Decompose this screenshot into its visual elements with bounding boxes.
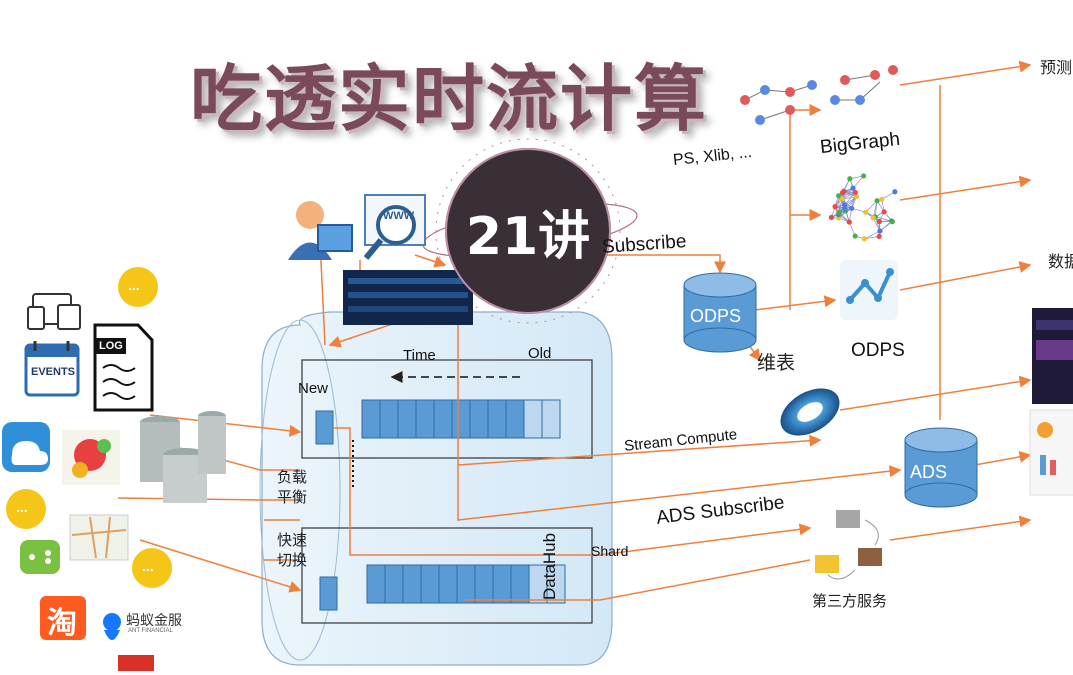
graph-node <box>829 215 834 220</box>
log-file-icon <box>95 325 152 410</box>
graph-node <box>879 197 884 202</box>
shard-cell <box>385 565 403 603</box>
shard-cell <box>475 565 493 603</box>
binary-data-icon <box>343 270 473 325</box>
graph-node <box>877 228 882 233</box>
www-browser-icon <box>365 195 425 258</box>
ellipsis-bubble-1: ... <box>128 277 140 293</box>
shard-cell <box>421 565 439 603</box>
heatmap-icon <box>62 430 120 485</box>
graph-node <box>861 173 866 178</box>
datahub-label: DataHub <box>540 533 560 600</box>
lecture-count-badge: 21讲 <box>445 148 611 314</box>
shard-cell <box>434 400 452 438</box>
shard-cell <box>511 565 529 603</box>
shard-cell <box>403 565 421 603</box>
load-balance-label: 负载 平衡 <box>277 467 307 507</box>
third-party-label: 第三方服务 <box>812 590 887 611</box>
graph-node <box>841 189 846 194</box>
gamepad-icon <box>20 540 60 574</box>
log-label: LOG <box>99 340 123 352</box>
dimension-table-label: 维表 <box>757 348 795 375</box>
graph-node <box>863 210 868 215</box>
forecast-label: 预测 <box>1040 54 1072 78</box>
user-icon <box>288 201 352 260</box>
database-stack-icon <box>140 411 226 503</box>
shard-cell <box>398 400 416 438</box>
ads-cylinder-label: ADS <box>910 462 947 483</box>
red-tag-icon <box>118 655 154 671</box>
time-label: Time <box>403 347 436 364</box>
ant-financial-en-label: ANT FINANCIAL <box>128 628 173 634</box>
graph-node <box>862 236 867 241</box>
shard-cell <box>524 400 542 438</box>
shard-cell <box>493 565 511 603</box>
odps-chart-icon <box>840 260 898 320</box>
new-cell-bottom <box>320 577 337 610</box>
graph-node <box>881 209 886 214</box>
shard-cell <box>416 400 434 438</box>
shard-cell <box>488 400 506 438</box>
dashboard-thumbnails <box>1030 308 1073 495</box>
ps-graph-icon <box>740 65 898 125</box>
new-cell-top <box>316 411 333 444</box>
shard-cells-bottom <box>367 565 565 603</box>
old-label: Old <box>528 345 551 362</box>
shard-cells-top <box>362 400 560 438</box>
graph-node <box>842 206 847 211</box>
graph-node <box>840 196 845 201</box>
graph-node <box>832 204 837 209</box>
events-label: EVENTS <box>31 366 75 378</box>
stream-compute-icon <box>772 379 847 446</box>
odps-icon-label: ODPS <box>851 340 905 362</box>
shard-cell <box>367 565 385 603</box>
graph-node <box>849 206 854 211</box>
graph-node <box>890 219 895 224</box>
datahub-cylinder <box>260 312 612 665</box>
ant-icon <box>103 613 121 640</box>
new-label: New <box>298 380 328 397</box>
shard-cell <box>470 400 488 438</box>
shard-cell <box>439 565 457 603</box>
odps-cylinder-label: ODPS <box>690 306 741 327</box>
graph-node <box>847 219 852 224</box>
ellipsis-bubble-2: ... <box>16 499 28 515</box>
third-party-icon <box>815 510 882 579</box>
biggraph-icon <box>829 173 898 241</box>
graph-node <box>853 233 858 238</box>
www-label: WWW <box>383 210 414 222</box>
device-icon <box>28 294 80 329</box>
fast-switch-label: 快速 切换 <box>277 530 307 570</box>
shard-label: Shard <box>591 543 628 559</box>
graph-node <box>892 189 897 194</box>
graph-node <box>874 198 879 203</box>
ant-financial-label: 蚂蚁金服 <box>126 610 182 630</box>
map-icon <box>70 515 128 560</box>
data-label-partial: 数据 <box>1048 248 1073 272</box>
graph-node <box>850 186 855 191</box>
shard-cell <box>542 400 560 438</box>
ellipsis-bubble-3: ... <box>142 558 154 574</box>
shard-cell <box>452 400 470 438</box>
cloud-app-icon <box>2 422 50 472</box>
shard-cell <box>380 400 398 438</box>
graph-node <box>877 234 882 239</box>
taobao-label: 淘 <box>47 598 77 642</box>
graph-node <box>837 210 842 215</box>
shard-cell <box>506 400 524 438</box>
page-title: 吃透实时流计算 <box>190 40 708 145</box>
graph-node <box>847 176 852 181</box>
shard-cell <box>457 565 475 603</box>
graph-node <box>877 219 882 224</box>
graph-node <box>871 215 876 220</box>
shard-cell <box>362 400 380 438</box>
